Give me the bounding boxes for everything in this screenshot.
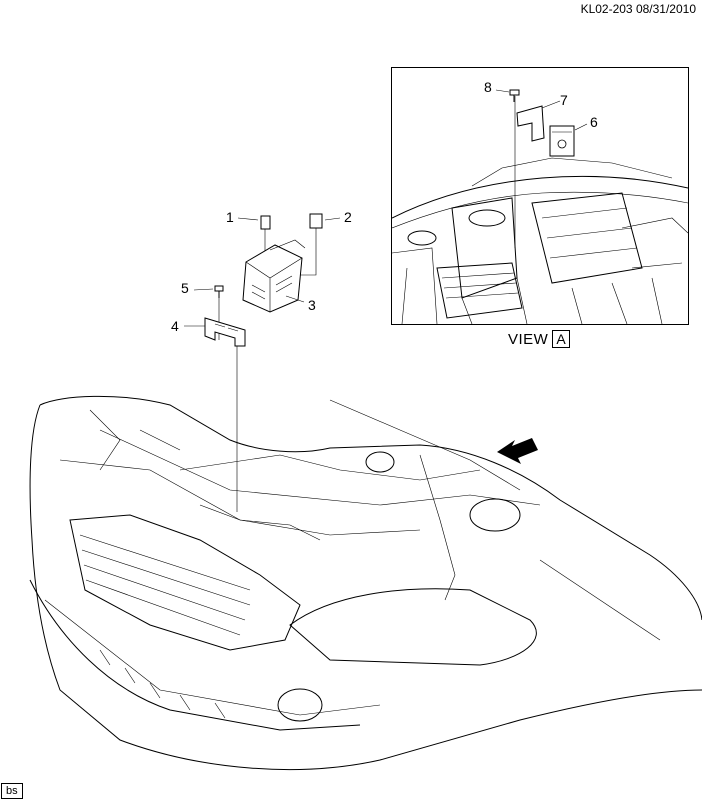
bolt-part-5 xyxy=(214,285,224,298)
bolt-part-8 xyxy=(509,89,520,102)
source-badge: bs xyxy=(1,783,23,799)
view-letter-box: A xyxy=(552,330,571,348)
inset-diagram xyxy=(392,89,688,324)
leader-8 xyxy=(495,89,510,93)
leader-5 xyxy=(193,288,214,291)
relay-part-6 xyxy=(549,125,575,157)
bracket-part-7 xyxy=(516,105,545,142)
leader-6 xyxy=(574,123,588,131)
callout-7: 7 xyxy=(560,92,568,108)
callout-8: 8 xyxy=(484,79,492,95)
view-arrow xyxy=(497,438,538,464)
vehicle-front-outline xyxy=(29,395,702,771)
document-id: KL02-203 08/31/2010 xyxy=(580,2,696,16)
view-a-inset xyxy=(391,67,689,325)
leader-7 xyxy=(541,100,561,109)
bracket-part-4 xyxy=(204,317,246,347)
leader-1 xyxy=(237,217,259,221)
callout-2: 2 xyxy=(344,209,352,225)
callout-3: 3 xyxy=(308,297,316,313)
callout-6: 6 xyxy=(590,114,598,130)
view-label-text: VIEW xyxy=(508,331,549,348)
callout-1: 1 xyxy=(226,209,234,225)
leader-3 xyxy=(285,295,305,303)
callout-4: 4 xyxy=(171,318,179,334)
leader-2 xyxy=(324,217,341,221)
fuse-block-part-3 xyxy=(242,239,306,313)
callout-5: 5 xyxy=(181,280,189,296)
